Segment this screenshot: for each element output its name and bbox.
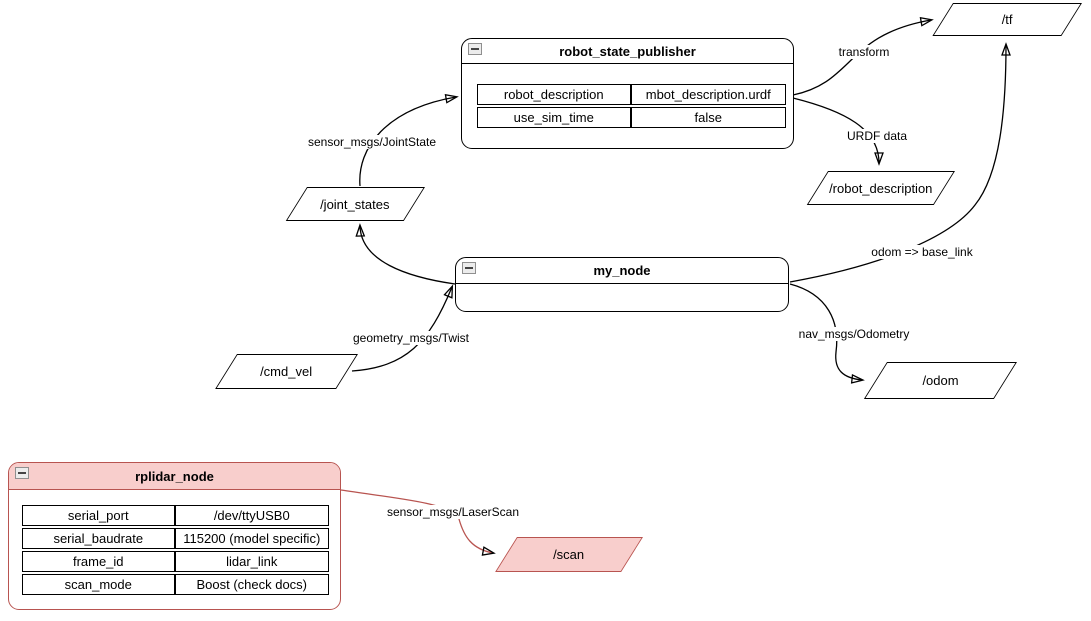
edge-label-transform: transform <box>836 45 892 59</box>
edge-label-laser-scan: sensor_msgs/LaserScan <box>384 505 522 519</box>
minus-glyph <box>471 48 479 50</box>
node-title: my_node <box>593 263 651 278</box>
edge-cmd-vel-to-my-node <box>351 284 454 372</box>
collapse-icon[interactable] <box>15 467 29 479</box>
topic-label: /odom <box>922 373 959 388</box>
param-row: serial_baudrate 115200 (model specific) <box>22 528 329 549</box>
edge-joint-states-to-robot-state-publisher <box>359 93 459 187</box>
node-rplidar-node: rplidar_node serial_port /dev/ttyUSB0 se… <box>8 462 341 610</box>
param-value: mbot_description.urdf <box>645 87 771 102</box>
topic-odom: /odom <box>863 362 1017 399</box>
edge-label-urdf-data: URDF data <box>844 129 910 143</box>
param-value: Boost (check docs) <box>196 577 308 592</box>
param-row: frame_id lidar_link <box>22 551 329 572</box>
node-header: rplidar_node <box>9 463 340 490</box>
node-title: rplidar_node <box>135 468 214 484</box>
param-key: use_sim_time <box>478 108 632 127</box>
topic-robot-description: /robot_description <box>806 171 955 205</box>
edge-my-node-to-odom <box>789 283 865 384</box>
minus-glyph <box>465 267 473 269</box>
topic-scan: /scan <box>495 537 643 572</box>
param-row: robot_description mbot_description.urdf <box>477 84 786 105</box>
edge-my-node-to-tf <box>789 42 1011 283</box>
edge-my-node-to-joint-states <box>355 223 456 285</box>
param-key: robot_description <box>478 85 632 104</box>
param-key: scan_mode <box>23 575 176 594</box>
param-row: scan_mode Boost (check docs) <box>22 574 329 595</box>
param-key: serial_baudrate <box>23 529 176 548</box>
node-header: my_node <box>456 258 788 284</box>
topic-joint-states: /joint_states <box>285 187 425 221</box>
minus-glyph <box>18 472 26 474</box>
topic-label: /robot_description <box>829 180 933 196</box>
topic-label: /scan <box>553 547 585 562</box>
edge-robot-state-publisher-to-robot-description <box>792 97 884 166</box>
topic-cmd-vel: /cmd_vel <box>215 354 358 389</box>
param-value: lidar_link <box>226 554 278 569</box>
topic-label: /joint_states <box>320 196 391 212</box>
param-value: /dev/ttyUSB0 <box>213 508 290 523</box>
edge-label-twist: geometry_msgs/Twist <box>350 331 472 345</box>
topic-tf: /tf <box>932 3 1082 36</box>
edge-label-joint-state: sensor_msgs/JointState <box>305 135 439 149</box>
edge-label-odometry: nav_msgs/Odometry <box>796 327 912 341</box>
topic-label: /cmd_vel <box>260 364 313 379</box>
node-my-node: my_node <box>455 257 789 312</box>
collapse-icon[interactable] <box>468 43 482 55</box>
param-table: robot_description mbot_description.urdf … <box>477 84 786 130</box>
node-title: robot_state_publisher <box>559 43 696 59</box>
collapse-icon[interactable] <box>462 262 476 274</box>
edge-label-odom-base-link: odom => base_link <box>869 245 975 259</box>
node-robot-state-publisher: robot_state_publisher robot_description … <box>461 38 794 149</box>
topic-label: /tf <box>1001 12 1013 27</box>
param-key: serial_port <box>23 506 176 525</box>
param-key: frame_id <box>23 552 176 571</box>
param-row: use_sim_time false <box>477 107 786 128</box>
node-header: robot_state_publisher <box>462 39 793 64</box>
param-table: serial_port /dev/ttyUSB0 serial_baudrate… <box>22 505 329 597</box>
param-value: false <box>694 110 722 125</box>
param-row: serial_port /dev/ttyUSB0 <box>22 505 329 526</box>
edge-rplidar-to-scan <box>340 489 496 556</box>
param-value: 115200 (model specific) <box>183 531 321 546</box>
